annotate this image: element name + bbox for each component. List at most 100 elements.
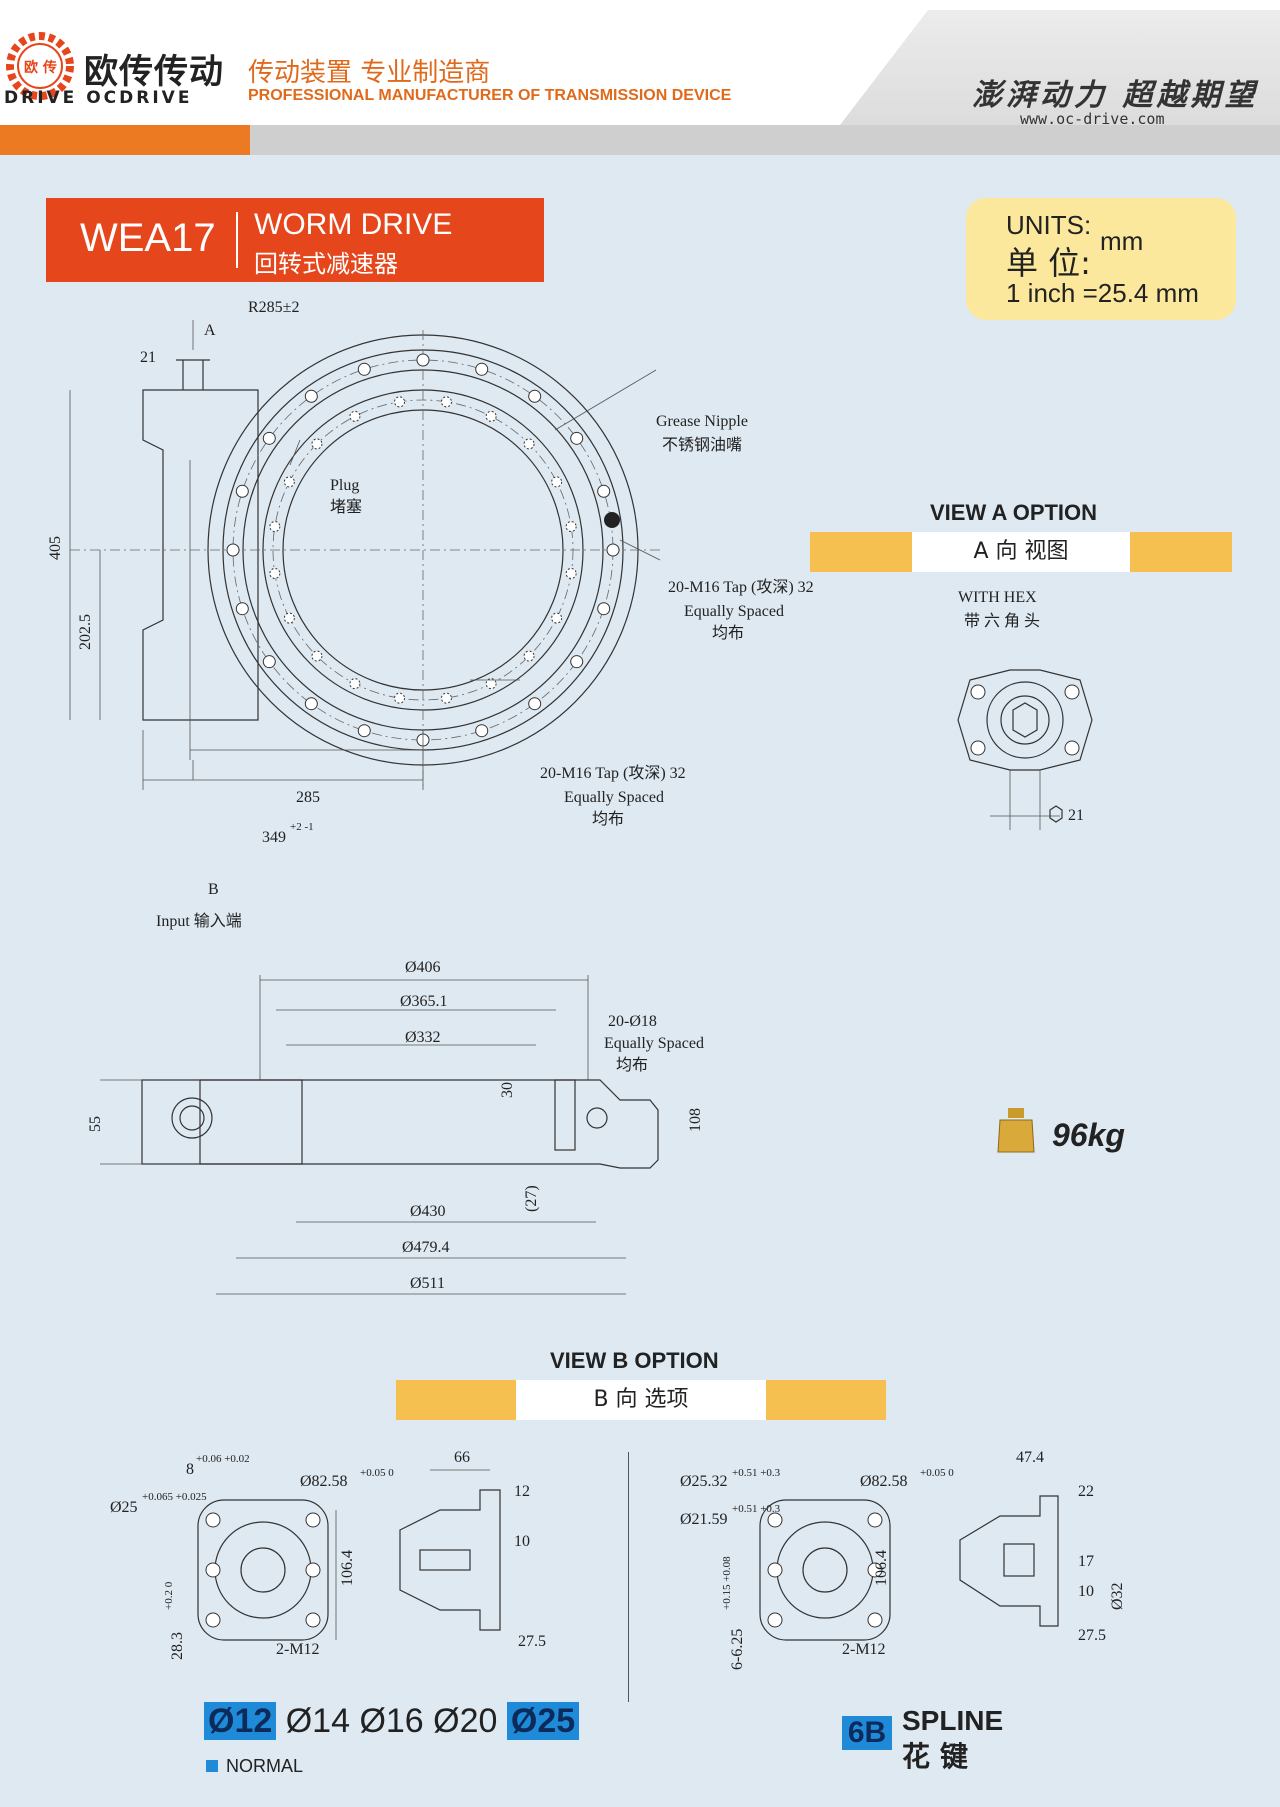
outer-bolt-hole <box>606 543 620 557</box>
outer-bolt-hole <box>570 655 584 669</box>
b-arrow-label: B <box>208 881 219 898</box>
dim-6-25-tol: +0.15 +0.08 <box>721 1556 733 1610</box>
outer-bolt-hole <box>570 431 584 445</box>
outer-bolt-hole <box>226 543 240 557</box>
size-d12: Ø12 <box>204 1702 277 1740</box>
with-hex-cn: 带 六 角 头 <box>964 612 1040 630</box>
outer-bolt-hole <box>304 389 318 403</box>
model-number: WEA17 <box>80 216 216 260</box>
outer-bolt-hole <box>357 724 371 738</box>
inner-tap-hole <box>283 476 295 488</box>
inner-tap-hole <box>269 521 281 533</box>
dim-d21-59: Ø21.59 <box>680 1511 728 1528</box>
shaft-size-list: Ø12 Ø14 Ø16 Ø20 Ø25 <box>204 1702 580 1741</box>
input-label: Input 输入端 <box>156 912 242 930</box>
dim-28-3: 28.3 <box>169 1632 186 1660</box>
b-left-flange <box>197 1499 329 1641</box>
tap2-label: 20-M16 Tap (攻深) 32 <box>540 764 686 782</box>
holes-sub: Equally Spaced <box>604 1035 704 1052</box>
legend-label: NORMAL <box>226 1756 304 1776</box>
inner-tap-hole <box>349 410 361 422</box>
hex-label: 21 <box>140 349 156 366</box>
holes-label: 20-Ø18 <box>608 1013 657 1030</box>
inner-tap-hole <box>311 650 323 662</box>
dim-106-4: 106.4 <box>339 1550 356 1586</box>
size-d16: Ø16 <box>359 1702 424 1740</box>
spline-code: 6B <box>842 1716 892 1750</box>
dim-d511: Ø511 <box>410 1275 445 1292</box>
dim-d430: Ø430 <box>410 1203 446 1220</box>
product-name-cn: 回转式减速器 <box>254 250 398 278</box>
grease-label-cn: 不锈钢油嘴 <box>662 436 742 454</box>
dim-6-25: 6-6.25 <box>729 1629 746 1670</box>
dim-28-3-tol: +0.2 0 <box>163 1581 175 1610</box>
view-b-heading: VIEW B OPTION <box>550 1348 719 1373</box>
outer-bolt-hole <box>528 697 542 711</box>
dim-285: 285 <box>296 789 320 806</box>
tap1-sub: Equally Spaced <box>684 603 784 620</box>
inner-tap-hole <box>523 438 535 450</box>
inner-tap-hole <box>551 612 563 624</box>
weight-value: 96kg <box>1052 1117 1125 1153</box>
dim-d25-32-tol: +0.51 +0.3 <box>732 1467 781 1479</box>
weight-icon <box>997 1108 1035 1153</box>
units-label-cn: 单 位: <box>1006 244 1091 282</box>
grease-label-en: Grease Nipple <box>656 413 748 430</box>
inner-tap-hole <box>269 567 281 579</box>
dim-405: 405 <box>47 536 64 560</box>
view-b-normal-drawing: 8 +0.06 +0.02 Ø25 +0.065 +0.025 Ø82.58 +… <box>110 1449 546 1660</box>
inner-tap-hole <box>551 476 563 488</box>
spline-label-en: SPLINE <box>902 1705 1004 1736</box>
dim-12: 12 <box>514 1483 530 1500</box>
brand-name-en: DRIVE OCDRIVE <box>4 88 193 108</box>
units-conversion: 1 inch =25.4 mm <box>1006 278 1199 308</box>
product-title: WEA17 WORM DRIVE 回转式减速器 <box>46 198 544 282</box>
inner-tap-hole <box>440 692 452 704</box>
pilot-dim: Ø82.58 <box>300 1473 348 1490</box>
dim-17: 17 <box>1078 1553 1094 1570</box>
dim-d479: Ø479.4 <box>402 1239 450 1256</box>
dim-349-tol: +2 -1 <box>290 821 314 833</box>
option-divider <box>628 1452 629 1702</box>
page-header: 欧 传 欧传传动 DRIVE OCDRIVE 传动装置 专业制造商 PROFES… <box>0 0 1280 128</box>
outer-bolt-hole <box>235 602 249 616</box>
view-a-label: A 向 视图 <box>912 532 1130 572</box>
pilot-dim-spline: Ø82.58 <box>860 1473 908 1490</box>
outer-bolt-hole <box>597 602 611 616</box>
view-a-heading: VIEW A OPTION <box>930 500 1098 525</box>
with-hex-en: WITH HEX <box>958 589 1037 606</box>
outer-bolt-hole <box>262 655 276 669</box>
b-left-section <box>399 1489 501 1631</box>
brand-name-cn: 欧传传动 <box>84 52 224 92</box>
dim-66: 66 <box>454 1449 470 1466</box>
tap2-cn: 均布 <box>592 810 624 828</box>
hex-flange <box>957 669 1093 771</box>
inner-tap-hole <box>349 678 361 690</box>
inner-tap-hole <box>485 410 497 422</box>
dim-d25-32: Ø25.32 <box>680 1473 728 1490</box>
dim-22: 22 <box>1078 1483 1094 1500</box>
inner-tap-hole <box>283 612 295 624</box>
outer-bolt-hole <box>235 484 249 498</box>
outer-bolt-hole <box>475 724 489 738</box>
shaft-tol: +0.065 +0.025 <box>142 1491 207 1503</box>
outer-bolt-hole <box>304 697 318 711</box>
inner-tap-hole <box>485 678 497 690</box>
units-box: UNITS: 单 位: mm 1 inch =25.4 mm <box>966 198 1236 320</box>
dim-349: 349 <box>262 829 286 846</box>
hex-size: 21 <box>1068 807 1084 824</box>
dim-h108: 108 <box>687 1108 704 1132</box>
pilot-tol: +0.05 0 <box>360 1467 394 1479</box>
website-url[interactable]: www.oc-drive.com <box>1020 110 1165 128</box>
tap1-label: 20-M16 Tap (攻深) 32 <box>668 578 814 596</box>
tap1-cn: 均布 <box>712 624 744 642</box>
inner-tap-hole <box>394 692 406 704</box>
size-d14: Ø14 <box>285 1702 350 1740</box>
inner-tap-hole <box>523 650 535 662</box>
key-dim: 8 <box>186 1461 194 1478</box>
side-housing <box>141 1079 303 1165</box>
dim-10: 10 <box>514 1533 530 1550</box>
key-tol: +0.06 +0.02 <box>196 1453 250 1465</box>
inner-tap-hole <box>440 396 452 408</box>
dim-27-5: 27.5 <box>518 1633 546 1650</box>
